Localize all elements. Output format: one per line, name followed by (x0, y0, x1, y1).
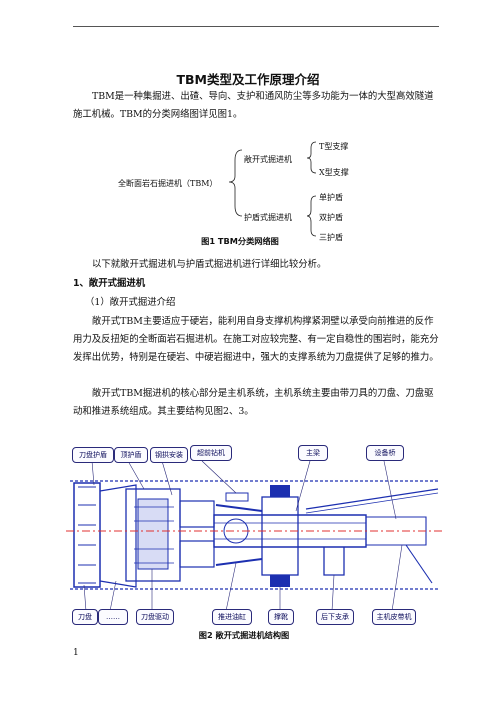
tree-root: 全断面岩石掘进机（TBM） (118, 179, 218, 188)
tree-single-shield: 单护盾 (319, 193, 343, 202)
comparison-paragraph: 以下就敞开式掘进机与护盾式掘进机进行详细比较分析。 (92, 259, 327, 270)
main-system-paragraph: 敞开式TBM掘进机的核心部分是主机系统，主机系统主要由带刀具的刀盘、刀盘驱动和推… (73, 388, 434, 418)
figure2-caption: 图2 敞开式掘进机结构图 (198, 630, 290, 640)
callout-rear-support: 后下支承 (316, 609, 354, 625)
tree-shield-tbm: 护盾式掘进机 (244, 213, 292, 222)
callout-ellipsis: …… (98, 609, 128, 625)
header-rule (73, 26, 439, 27)
tbm-classification-tree: 全断面岩石掘进机（TBM） 敞开式掘进机 T型支撑 X型支撑 护盾式掘进机 单护… (118, 136, 378, 248)
tree-open-tbm: 敞开式掘进机 (244, 155, 292, 164)
subsection-heading: （1）敞开式掘进介绍 (85, 297, 176, 308)
intro-paragraph: TBM是一种集掘进、出碴、导向、支护和通风防尘等多功能为一体的大型高效隧道施工机… (73, 91, 434, 121)
open-tbm-structure-diagram: 刀盘护盾 顶护盾 钢拱安装 超前钻机 主梁 设备桥 刀盘 …… 刀盘驱动 推进油… (66, 445, 444, 625)
tree-triple-shield: 三护盾 (319, 233, 343, 242)
page-number: 1 (73, 648, 79, 658)
callout-roof-shield: 顶护盾 (114, 447, 148, 463)
section-heading-open-tbm: 1、敞开式掘进机 (73, 278, 146, 289)
callout-equipment-bridge: 设备桥 (366, 445, 404, 461)
callout-cutterhead-drive: 刀盘驱动 (136, 609, 174, 625)
tree-double-shield: 双护盾 (319, 213, 343, 222)
tbm-machine-drawing (66, 460, 444, 612)
callout-cutterhead-shield: 刀盘护盾 (72, 447, 114, 463)
callout-gripper-shoe: 撑靴 (268, 609, 294, 625)
callout-cutterhead: 刀盘 (72, 609, 98, 625)
figure1-caption: 图1 TBM分类网络图 (201, 236, 279, 246)
callout-main-conveyor: 主机皮带机 (372, 609, 416, 625)
callout-main-beam: 主梁 (298, 445, 328, 461)
document-title: TBM类型及工作原理介绍 (176, 72, 320, 87)
tree-x-support: X型支撑 (319, 168, 349, 177)
callout-thrust-cylinder: 推进油缸 (212, 609, 252, 625)
callout-steel-arch-erector: 钢拱安装 (150, 447, 188, 463)
tree-t-support: T型支撑 (319, 142, 349, 151)
tree-brackets (228, 141, 317, 237)
open-tbm-paragraph: 敞开式TBM主要适应于硬岩，能利用自身支撑机构撑紧洞壁以承受向前推进的反作用力及… (73, 316, 439, 364)
callout-advance-drill: 超前钻机 (190, 445, 232, 461)
